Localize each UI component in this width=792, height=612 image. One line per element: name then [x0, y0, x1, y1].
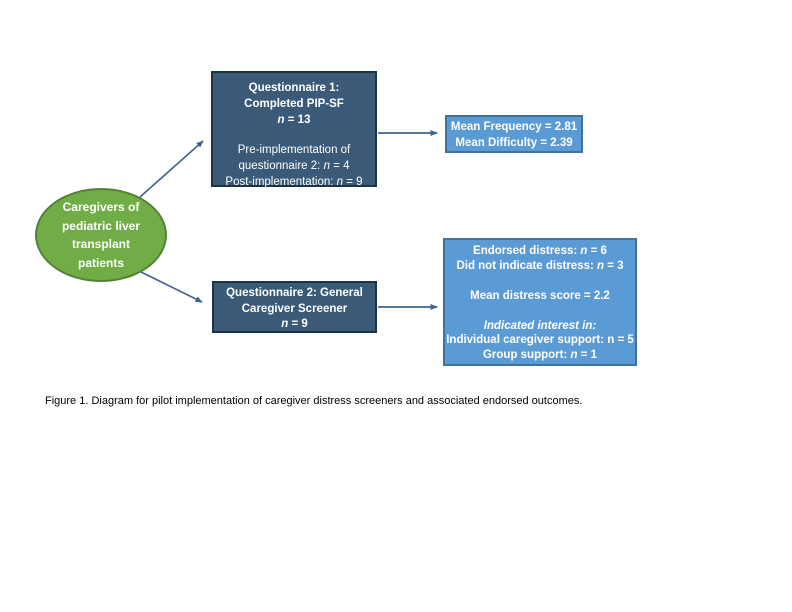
figure-caption: Figure 1. Diagram for pilot implementati… — [45, 395, 583, 407]
arrow-ellipse-to-questionnaire1 — [139, 140, 204, 198]
arrow-ellipse-to-questionnaire2 — [138, 270, 203, 303]
